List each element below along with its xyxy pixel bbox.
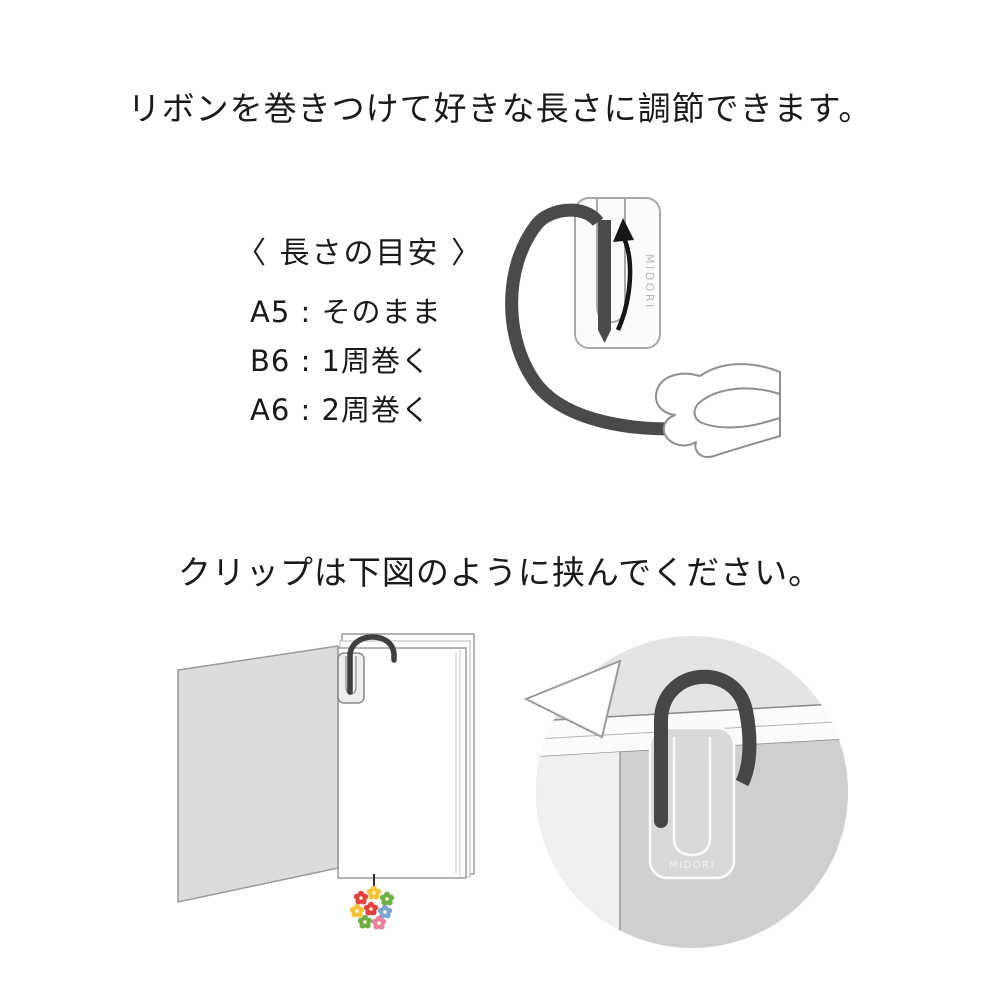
book-left-cover [177, 645, 339, 903]
zoom-detail-illustration: MIDORI [523, 636, 848, 948]
ribbon-wrap-illustration: MIDORI [505, 197, 781, 458]
clip-instruction-title: クリップは下図のように挟んでください。 [177, 553, 823, 592]
length-guide-item-a5: A5 : そのまま [250, 295, 442, 329]
book-illustration [177, 633, 475, 930]
book-pages [337, 633, 475, 879]
length-guide-section: 〈 長さの目安 〉 A5 : そのまま B6 : 1周巻く A6 : 2周巻く [236, 228, 483, 435]
flower-charm [349, 874, 395, 930]
length-guide-heading: 〈 長さの目安 〉 [236, 236, 484, 271]
direction-arrow-icon [613, 218, 634, 331]
ribbon-loop [505, 203, 693, 436]
ribbon-end [598, 220, 611, 343]
length-guide-list: A5 : そのまま B6 : 1周巻く A6 : 2周巻く [236, 288, 483, 435]
zoom-clip: MIDORI [648, 726, 736, 880]
zoom-ribbon [654, 669, 757, 828]
midori-brand-label: MIDORI [643, 254, 656, 310]
length-guide-item-a6: A6 : 2周巻く [250, 393, 431, 427]
zoom-pointer [523, 659, 622, 739]
length-guide-item-b6: B6 : 1周巻く [250, 344, 432, 378]
clip-shape: MIDORI [574, 197, 661, 349]
hand-illustration [655, 363, 781, 458]
book-ribbon [347, 634, 397, 695]
zoom-midori-brand-label: MIDORI [669, 860, 715, 871]
wrap-instruction-title: リボンを巻きつけて好きな長さに調節できます。 [127, 89, 873, 128]
